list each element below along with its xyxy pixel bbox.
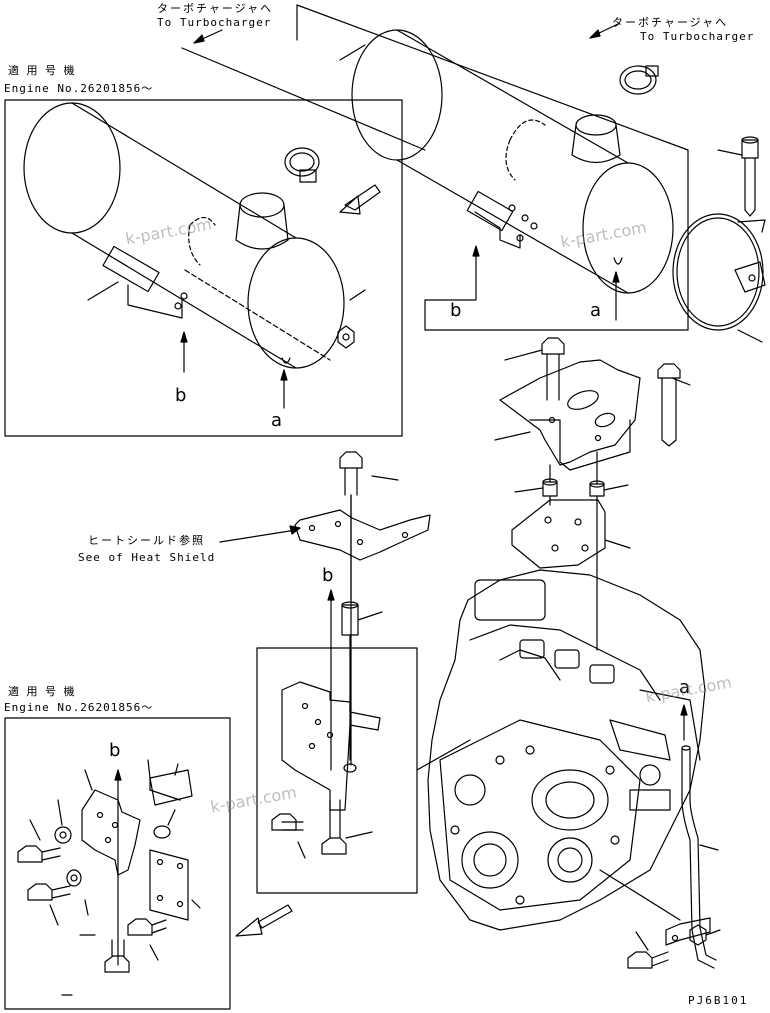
turbo-label-en-left: To Turbocharger (157, 16, 272, 29)
bracket-box-middle (256, 647, 418, 894)
clamp-right (619, 65, 659, 95)
spacer-mid (341, 601, 359, 636)
strap-band (672, 213, 766, 331)
applicable-label-top: 適 用 号 機 (8, 64, 77, 77)
ref-b-upper-left: b (175, 385, 187, 406)
engine-block (427, 569, 706, 931)
heat-shield-bracket (294, 509, 431, 561)
muffler-panel-right (181, 4, 689, 331)
ref-b-middle: b (322, 565, 334, 586)
turbo-label-jp-right: ターボチャージャへ (612, 16, 729, 29)
nut-left (337, 325, 355, 349)
bolt-long-right (741, 136, 759, 217)
bolts-lower-left (17, 845, 167, 973)
turbo-label-jp-left: ターボチャージャへ (157, 2, 274, 15)
bolt-top-center (541, 337, 565, 401)
turbo-label-en-right: To Turbocharger (640, 30, 755, 43)
ref-arrows-right (193, 23, 620, 321)
muffler-panel-left (4, 99, 403, 437)
pipe-bracket (665, 917, 711, 946)
heat-shield-label-jp: ヒートシールド参照 (88, 534, 205, 547)
bolt-top-right (657, 363, 681, 447)
engine-no-label-bottom: Engine No.26201856～ (4, 701, 154, 714)
lower-left-bracket (81, 769, 193, 921)
washers-lower-left (54, 825, 171, 887)
engine-no-label-top: Engine No.26201856～ (4, 82, 154, 95)
nut-bottom-right (689, 924, 707, 946)
bolt-bottom-right (627, 951, 669, 969)
ref-a-upper-right: a (590, 300, 602, 321)
muffler-right (351, 29, 674, 294)
ref-a-engine: a (679, 677, 691, 698)
exhaust-flange (511, 499, 606, 569)
heat-shield-label-en: See of Heat Shield (78, 551, 216, 564)
ref-b-lower-left: b (109, 740, 121, 761)
breather-pipe (681, 745, 717, 969)
ref-b-upper-right: b (450, 300, 462, 321)
clamp-left (284, 147, 320, 183)
diagram-code: PJ6B101 (688, 994, 749, 1007)
applicable-label-bottom: 適 用 号 機 (8, 685, 77, 698)
ref-a-upper-left: a (271, 410, 283, 431)
ref-arrows-left (180, 184, 381, 409)
muffler-left (23, 102, 345, 369)
lower-left-panel (4, 717, 231, 1010)
upper-heat-shield (499, 359, 641, 471)
